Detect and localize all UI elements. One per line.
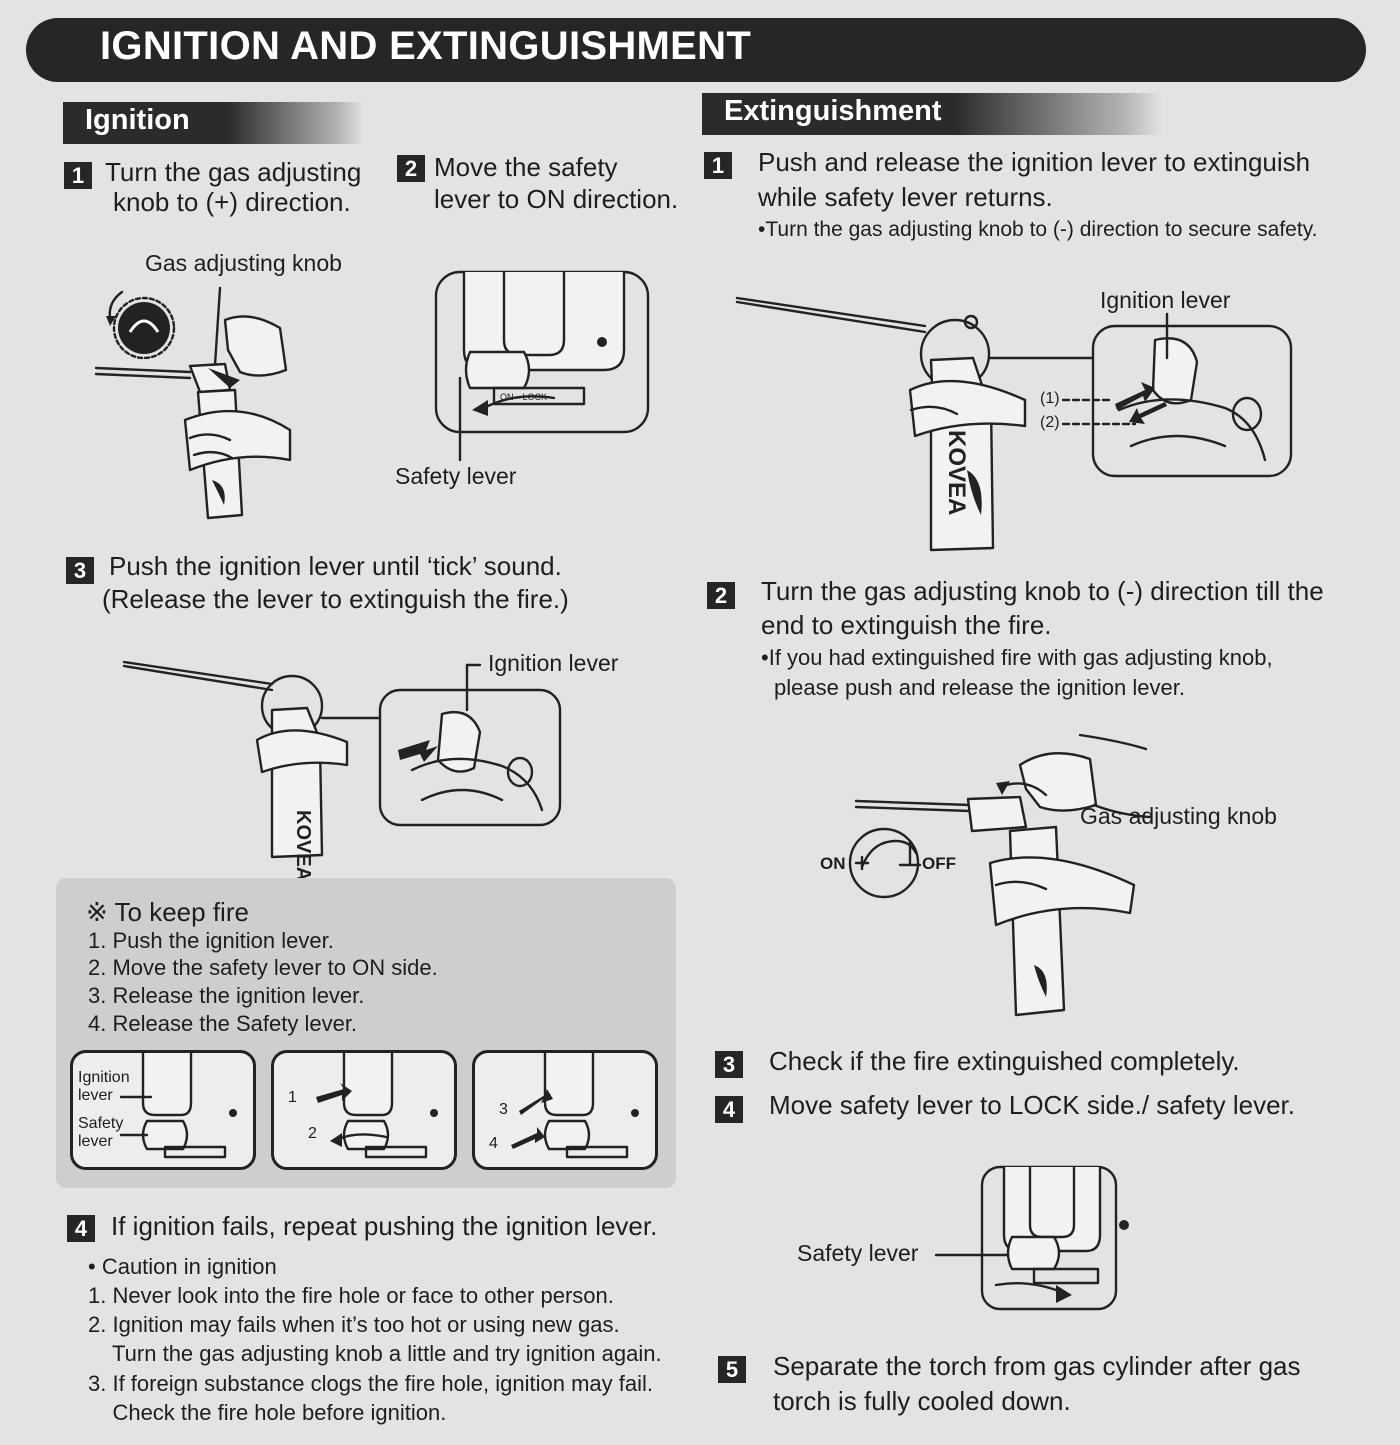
- off-label: OFF: [922, 854, 956, 873]
- keep-fire-panel-3: 3 4: [472, 1050, 658, 1170]
- caution-item: 2. Ignition may fails when it’s too hot …: [88, 1312, 620, 1337]
- panel-step-number: 3: [499, 1101, 508, 1118]
- ignition-step3-line1: Push the ignition lever until ‘tick’ sou…: [109, 551, 562, 581]
- ignition-step4-line: If ignition fails, repeat pushing the ig…: [111, 1211, 658, 1241]
- caution-item: Check the fire hole before ignition.: [88, 1400, 447, 1425]
- turn-knob-off-illustration: [848, 733, 1152, 1017]
- svg-text:KOVEA: KOVEA: [292, 810, 314, 881]
- on-lock-switch-label: ON⇔LOCK: [500, 392, 548, 402]
- keep-fire-panel-2: 1 2: [271, 1050, 457, 1170]
- extinguish-step3-line: Check if the fire extinguished completel…: [769, 1046, 1240, 1076]
- ignition-step1-line2: knob to (+) direction.: [113, 187, 351, 217]
- push-ignition-lever-illustration: KOVEA: [122, 660, 562, 881]
- extinguish-step2-bullet: •If you had extinguished fire with gas a…: [761, 645, 1273, 670]
- step-number: 1: [64, 162, 92, 189]
- panel-lever-label: lever: [78, 1087, 113, 1104]
- step-number: 1: [704, 152, 732, 179]
- ignition-step2-line2: lever to ON direction.: [434, 184, 679, 214]
- extinguish-torch-illustration: KOVEA: [735, 296, 1293, 552]
- keep-fire-heading: ※ To keep fire: [86, 897, 249, 927]
- step-number: 3: [66, 557, 94, 584]
- panel-ignition-label: Ignition: [78, 1069, 130, 1086]
- ignition-step1-line1: Turn the gas adjusting: [105, 157, 362, 187]
- svg-text:KOVEA: KOVEA: [943, 430, 970, 515]
- safety-lever-lock-panel: [934, 1165, 1129, 1311]
- keep-fire-item: 1. Push the ignition lever.: [88, 928, 334, 953]
- extinguish-step4-line: Move safety lever to LOCK side./ safety …: [769, 1090, 1296, 1120]
- extinguish-step2-line1: Turn the gas adjusting knob to (-) direc…: [761, 576, 1324, 606]
- extinguish-step1-line1: Push and release the ignition lever to e…: [758, 147, 1311, 177]
- extinguishment-heading: Extinguishment: [702, 93, 1162, 135]
- panel-safety-label: Safety: [78, 1115, 124, 1132]
- extinguish-step5-line1: Separate the torch from gas cylinder aft…: [773, 1351, 1301, 1381]
- extinguish-step2-bullet: please push and release the ignition lev…: [774, 675, 1185, 700]
- step-number: 4: [715, 1096, 743, 1123]
- extinguish-step2-line2: end to extinguish the fire.: [761, 610, 1052, 640]
- caution-item: Turn the gas adjusting knob a little and…: [88, 1341, 662, 1366]
- ignition-lever-label: Ignition lever: [488, 650, 619, 676]
- keep-fire-item: 4. Release the Safety lever.: [88, 1011, 358, 1036]
- caution-heading: • Caution in ignition: [88, 1254, 277, 1279]
- extinguish-step1-line2: while safety lever returns.: [758, 182, 1053, 212]
- torch-gas-knob-illustration: [94, 286, 292, 520]
- panel-step-number: 2: [308, 1125, 317, 1142]
- step-number: 3: [715, 1051, 743, 1078]
- gas-knob-label: Gas adjusting knob: [1080, 803, 1277, 829]
- ignition-step3-line2: (Release the lever to extinguish the fir…: [102, 584, 569, 614]
- caution-item: 1. Never look into the fire hole or face…: [88, 1283, 614, 1308]
- step-number: 2: [397, 155, 425, 182]
- keep-fire-item: 2. Move the safety lever to ON side.: [88, 955, 438, 980]
- panel-lever-label: lever: [78, 1133, 113, 1150]
- page-title: IGNITION AND EXTINGUISHMENT: [26, 18, 1366, 82]
- ignition-step2-line1: Move the safety: [434, 152, 618, 182]
- keep-fire-panel-1: Ignition lever Safety lever: [70, 1050, 256, 1170]
- safety-lever-panel: [434, 270, 650, 462]
- step-number: 2: [707, 582, 735, 609]
- caution-item: 3. If foreign substance clogs the fire h…: [88, 1371, 653, 1396]
- arrow-mark-2: (2): [1040, 414, 1060, 431]
- panel-step-number: 4: [489, 1135, 498, 1152]
- on-label: ON: [820, 854, 846, 873]
- keep-fire-item: 3. Release the ignition lever.: [88, 983, 365, 1008]
- panel-step-number: 1: [288, 1089, 297, 1106]
- extinguish-step5-line2: torch is fully cooled down.: [773, 1386, 1071, 1416]
- step-number: 5: [718, 1356, 746, 1383]
- arrow-mark-1: (1): [1040, 390, 1060, 407]
- safety-lever-label: Safety lever: [395, 463, 517, 489]
- extinguish-step1-bullet: •Turn the gas adjusting knob to (-) dire…: [758, 218, 1318, 241]
- safety-lever-label: Safety lever: [797, 1240, 919, 1266]
- gas-knob-label: Gas adjusting knob: [145, 250, 342, 276]
- step-number: 4: [67, 1215, 95, 1242]
- ignition-lever-label: Ignition lever: [1100, 287, 1231, 313]
- ignition-heading: Ignition: [63, 102, 363, 144]
